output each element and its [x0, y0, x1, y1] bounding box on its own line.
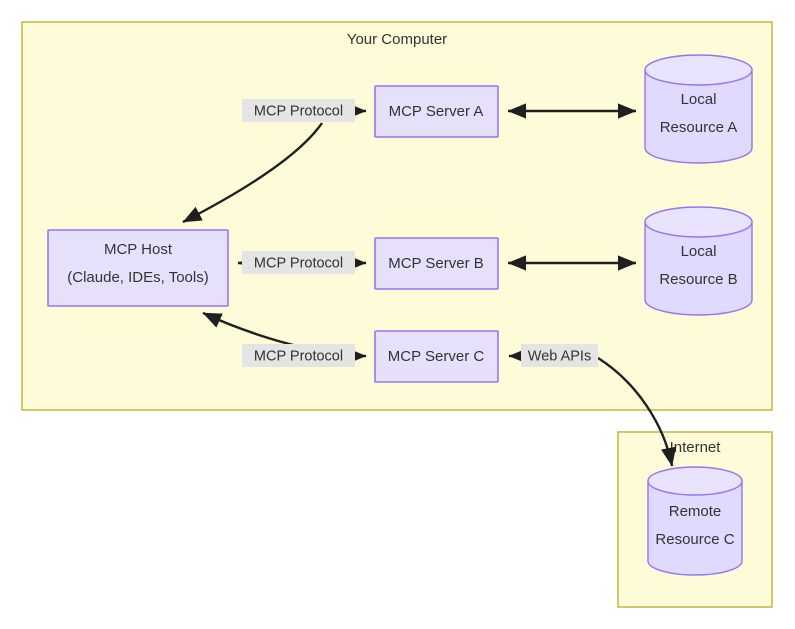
node-local-resource-a[interactable]: Local Resource A: [644, 54, 753, 164]
node-local-resource-b[interactable]: Local Resource B: [644, 206, 753, 316]
node-remote-resource-c-label-line1: Remote: [669, 503, 722, 520]
node-mcp-server-a[interactable]: MCP Server A: [374, 85, 499, 138]
edge-label-web-apis-text: Web APIs: [528, 348, 591, 364]
edge-label-web-apis-bg: [521, 344, 598, 367]
edge-label-mcp-protocol-a-text: MCP Protocol: [254, 103, 343, 119]
node-mcp-host-label-line2: (Claude, IDEs, Tools): [67, 269, 208, 286]
edge-label-mcp-protocol-a-bg: [242, 99, 355, 122]
node-mcp-server-a-box[interactable]: [374, 85, 499, 138]
node-local-resource-a-label-line1: Local: [681, 91, 717, 108]
node-local-resource-b-top: [644, 206, 753, 238]
edge-webapis-to-remote-resource-c: [597, 356, 677, 467]
edge-label-mcp-protocol-c-bg: [242, 344, 355, 367]
edge-label-mcp-protocol-b-bg: [242, 251, 355, 274]
edge-label-mcp-protocol-c-text: MCP Protocol: [254, 348, 343, 364]
container-your-computer-label: Your Computer: [347, 31, 447, 48]
container-internet-label: Internet: [670, 439, 722, 456]
node-local-resource-a-top: [644, 54, 753, 86]
node-mcp-server-c[interactable]: MCP Server C: [374, 330, 499, 383]
edge-label-mcp-protocol-b: MCP Protocol: [242, 251, 355, 274]
edge-label-web-apis: Web APIs: [521, 344, 598, 367]
node-remote-resource-c[interactable]: Remote Resource C: [647, 466, 743, 576]
node-mcp-server-b[interactable]: MCP Server B: [374, 237, 499, 290]
node-remote-resource-c-top: [647, 466, 743, 496]
node-remote-resource-c-body[interactable]: [647, 480, 743, 576]
edge-label-mcp-protocol-c: MCP Protocol: [242, 344, 355, 367]
node-mcp-server-a-label: MCP Server A: [389, 103, 484, 120]
node-mcp-server-c-box[interactable]: [374, 330, 499, 383]
node-local-resource-b-label-line2: Resource B: [659, 271, 737, 288]
node-mcp-server-c-label: MCP Server C: [388, 348, 485, 365]
node-mcp-server-b-label: MCP Server B: [388, 255, 484, 272]
node-mcp-host-label-line1: MCP Host: [104, 241, 173, 258]
node-local-resource-a-body[interactable]: [644, 69, 753, 164]
edge-label-mcp-protocol-a: MCP Protocol: [242, 99, 355, 122]
node-mcp-host-box[interactable]: [47, 229, 229, 307]
node-local-resource-b-body[interactable]: [644, 221, 753, 316]
node-local-resource-b-label-line1: Local: [681, 243, 717, 260]
node-remote-resource-c-label-line2: Resource C: [655, 531, 734, 548]
node-local-resource-a-label-line2: Resource A: [660, 119, 738, 136]
node-mcp-server-b-box[interactable]: [374, 237, 499, 290]
edge-label-mcp-protocol-b-text: MCP Protocol: [254, 255, 343, 271]
edge-server-a-to-host: [182, 122, 323, 224]
node-mcp-host[interactable]: MCP Host (Claude, IDEs, Tools): [47, 229, 229, 307]
